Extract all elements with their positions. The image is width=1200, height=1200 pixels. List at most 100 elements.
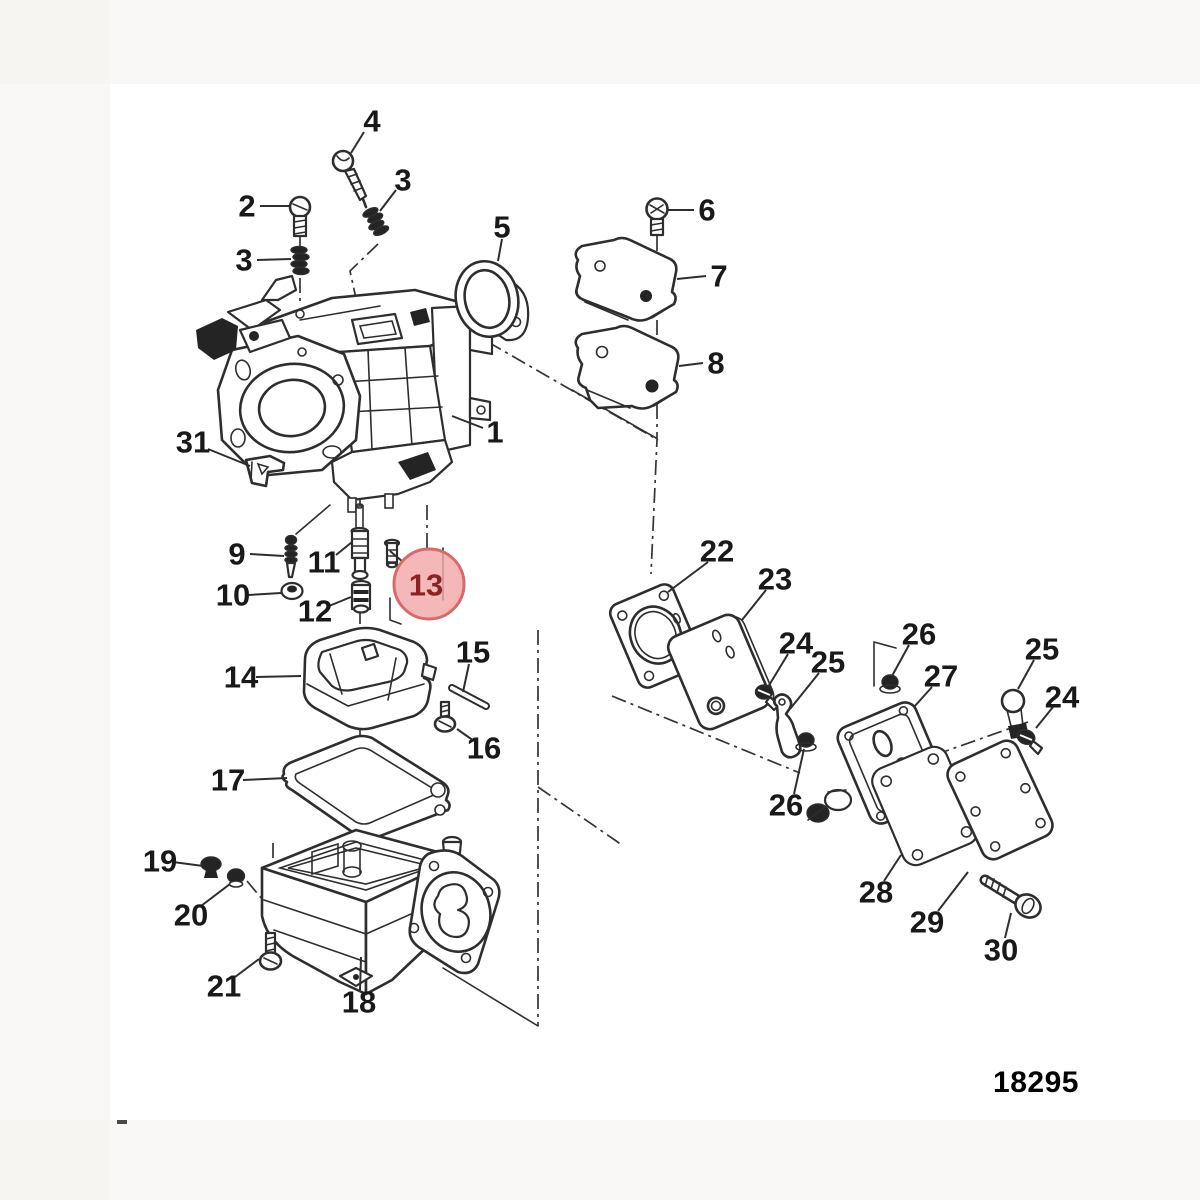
part-callout-5-4: 5 [493,210,510,245]
part-callout-16-17: 16 [467,731,501,766]
part-callout-26-31: 26 [769,788,803,823]
part-callout-28-32: 28 [859,875,893,910]
part-callout-1-8: 1 [486,415,503,450]
part-18-float-bowl [260,828,501,996]
leader-line-24-30 [1035,706,1054,729]
part-26-nut-top [879,674,901,694]
part-3-spring-right [362,207,390,237]
part-5-flange-gasket [454,259,530,342]
part-19-drain-plug [200,856,222,878]
part-callout-8-7: 8 [707,346,724,381]
part-callout-20-20: 20 [174,898,208,933]
part-7-diaphragm-cover [574,236,678,322]
part-1-carburetor-body [196,274,494,513]
leader-line-19-19 [172,861,204,867]
part-29-check-valve-plate [946,739,1054,861]
leader-line-26-27 [891,644,910,677]
leader-line-22-23 [667,561,709,593]
leader-line-3-2 [379,189,397,212]
leader-line-7-6 [676,275,707,280]
part-24-screw-right [1016,729,1044,756]
part-25-cap-right [1000,688,1029,739]
part-9-pilot-screw [284,534,298,579]
part-10-plug [280,581,304,601]
leader-line-13-14 [389,550,404,563]
leader-line-15-16 [462,663,470,693]
leader-line-17-18 [242,777,288,781]
leader-line-29-33 [937,871,969,912]
part-14-float [302,626,438,731]
part-17-bowl-gasket [281,734,451,840]
part-callout-6-5: 6 [698,193,715,228]
part-20-nut [226,868,246,888]
part-callout-13-14: 13 [409,568,443,603]
part-callout-27-28: 27 [924,659,958,694]
part-callout-24-25: 24 [779,626,814,661]
part-8-diaphragm-plate [574,324,680,410]
leader-line-30-34 [1004,912,1012,939]
leader-line-16-17 [456,728,475,742]
part-callout-3-3: 3 [235,243,252,278]
part-4-mixture-needle [331,149,368,209]
leader-line-27-28 [913,686,933,708]
leader-line-24-25 [767,653,789,688]
part-callout-30-34: 30 [984,933,1018,968]
part-callout-4-0: 4 [363,104,381,139]
part-callout-7-6: 7 [710,259,727,294]
leader-line-12-13 [328,596,352,607]
leader-line-1-8 [451,415,484,429]
leader-line-26-31 [793,748,805,795]
part-callout-10-12: 10 [216,578,250,613]
part-16-bowl-screw [433,700,457,733]
part-callout-26-27: 26 [902,617,936,652]
part-25-link-lever-left [772,693,802,759]
leader-line-3-3 [256,258,292,261]
leader-line-25-29 [1017,659,1035,690]
part-31-bracket [244,454,286,488]
part-callout-23-24: 23 [758,562,792,597]
part-11-main-nozzle [350,503,370,581]
leader-line-31-9 [207,448,251,467]
part-callout-11-11: 11 [308,545,341,580]
leader-line-20-20 [200,883,231,907]
part-30-cover-screw-long [979,874,1042,919]
part-callout-25-26: 25 [811,645,845,680]
leader-line-9-10 [249,553,285,557]
part-15-float-pin [448,684,490,710]
part-21-drain-screw [258,931,283,971]
leader-line-10-12 [247,592,282,596]
leader-line-18-22 [359,956,362,991]
part-6-cover-screw [645,197,669,237]
leader-line-8-7 [678,362,704,367]
leader-line-21-21 [234,958,260,978]
leader-line-4-0 [350,131,365,154]
part-2-idle-screw [288,195,312,238]
part-callout-12-13: 12 [298,594,332,629]
leader-line-25-26 [789,672,820,710]
part-callout-29-33: 29 [910,905,944,940]
part-callout-15-16: 15 [456,635,490,670]
part-26-nut-bottom [795,732,817,752]
part-callout-3-2: 3 [394,163,411,198]
part-callout-31-9: 31 [176,425,210,460]
drawing-number: 18295 [993,1066,1079,1099]
part-callout-17-18: 17 [211,763,245,798]
part-callout-2-1: 2 [238,189,255,224]
part-callout-25-29: 25 [1025,632,1059,667]
highlight-circle-part-13 [392,547,466,621]
leader-line-28-32 [883,854,902,882]
leader-line-14-15 [255,675,302,678]
leader-line-5-4 [497,238,503,262]
part-callout-14-15: 14 [224,660,259,695]
part-12-main-jet [350,579,372,614]
scan-artifact-mark [117,1120,127,1124]
part-callout-18-22: 18 [342,985,376,1020]
part-callout-22-23: 22 [700,534,734,569]
part-3-spring-left [290,245,310,276]
part-callout-9-10: 9 [228,537,245,572]
part-callout-21-21: 21 [207,969,241,1004]
